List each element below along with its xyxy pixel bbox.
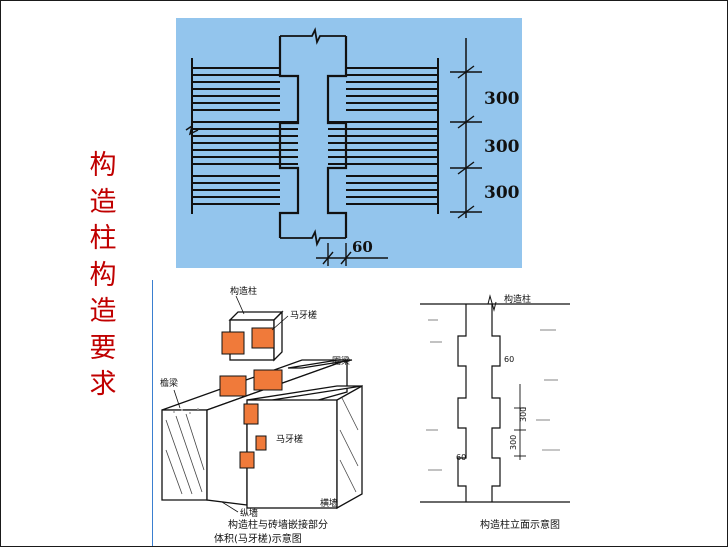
column-left-edge [278,36,300,238]
leader [221,501,239,513]
title-char: 柱 [89,223,117,254]
title-char: 构 [89,150,117,181]
label-wall-left: 纵墙 [240,507,258,519]
elev-dim60-bottom: 60 [456,453,466,462]
tie-bars-right [328,67,438,205]
label-wall-front: 横墙 [320,497,338,509]
elevation-hatch [426,319,560,471]
elev-dim300-a: 300 [519,407,528,422]
dim-ticks [450,65,482,219]
left-break-mark [185,124,199,136]
label-teeth-top: 马牙槎 [290,309,317,321]
label-lintel: 檐梁 [160,377,178,389]
hatching [165,397,359,495]
iso-caption-line2: 体积(马牙槎)示意图 [214,532,302,545]
title-char: 求 [89,369,117,400]
reinforcement-svg: 300 300 300 60 [176,18,522,268]
title-char: 构 [89,259,117,291]
elev-break-mark [487,294,497,312]
column-right-edge [326,36,348,238]
title-char: 要 [89,332,117,364]
bottom-diagrams: 构造柱 马牙槎 圈梁 檐梁 马牙槎 横墙 纵墙 构造柱与砖墙嵌接部分 体积(马牙… [152,280,572,546]
elev-label-column: 构造柱 [504,293,531,305]
lintel-stipple [173,408,199,414]
dim60-label: 60 [352,238,373,256]
dim-label: 300 [484,137,520,157]
title-char: 造 [89,186,117,218]
elev-dim60-top: 60 [504,355,514,364]
label-ring-beam: 圈梁 [332,355,350,367]
column-teeth [219,327,283,469]
reinforcement-diagram: 300 300 300 60 [176,18,522,268]
label-teeth-mid: 马牙槎 [276,433,303,445]
label-column: 构造柱 [230,285,257,297]
bottom-svg: 构造柱 马牙槎 圈梁 檐梁 马牙槎 横墙 纵墙 构造柱与砖墙嵌接部分 体积(马牙… [152,280,572,546]
column-bottom-break [280,229,346,247]
dim-label: 300 [484,89,520,109]
elev-caption: 构造柱立面示意图 [480,518,560,531]
title-char: 造 [89,296,117,327]
iso-caption-line1: 构造柱与砖墙嵌接部分 [228,518,328,531]
column-top-break [280,27,346,45]
tie-bars-left [192,67,298,205]
leader [271,315,289,331]
dim60-tick [340,251,352,265]
dim60-tick [322,251,334,265]
elevation-drawing [420,303,570,503]
elev-dim300-b: 300 [509,435,518,450]
leader [235,295,245,315]
vertical-title: 构 造 柱 构 造 要 求 [86,148,120,404]
leader [173,389,181,409]
dim-label: 300 [484,183,520,203]
